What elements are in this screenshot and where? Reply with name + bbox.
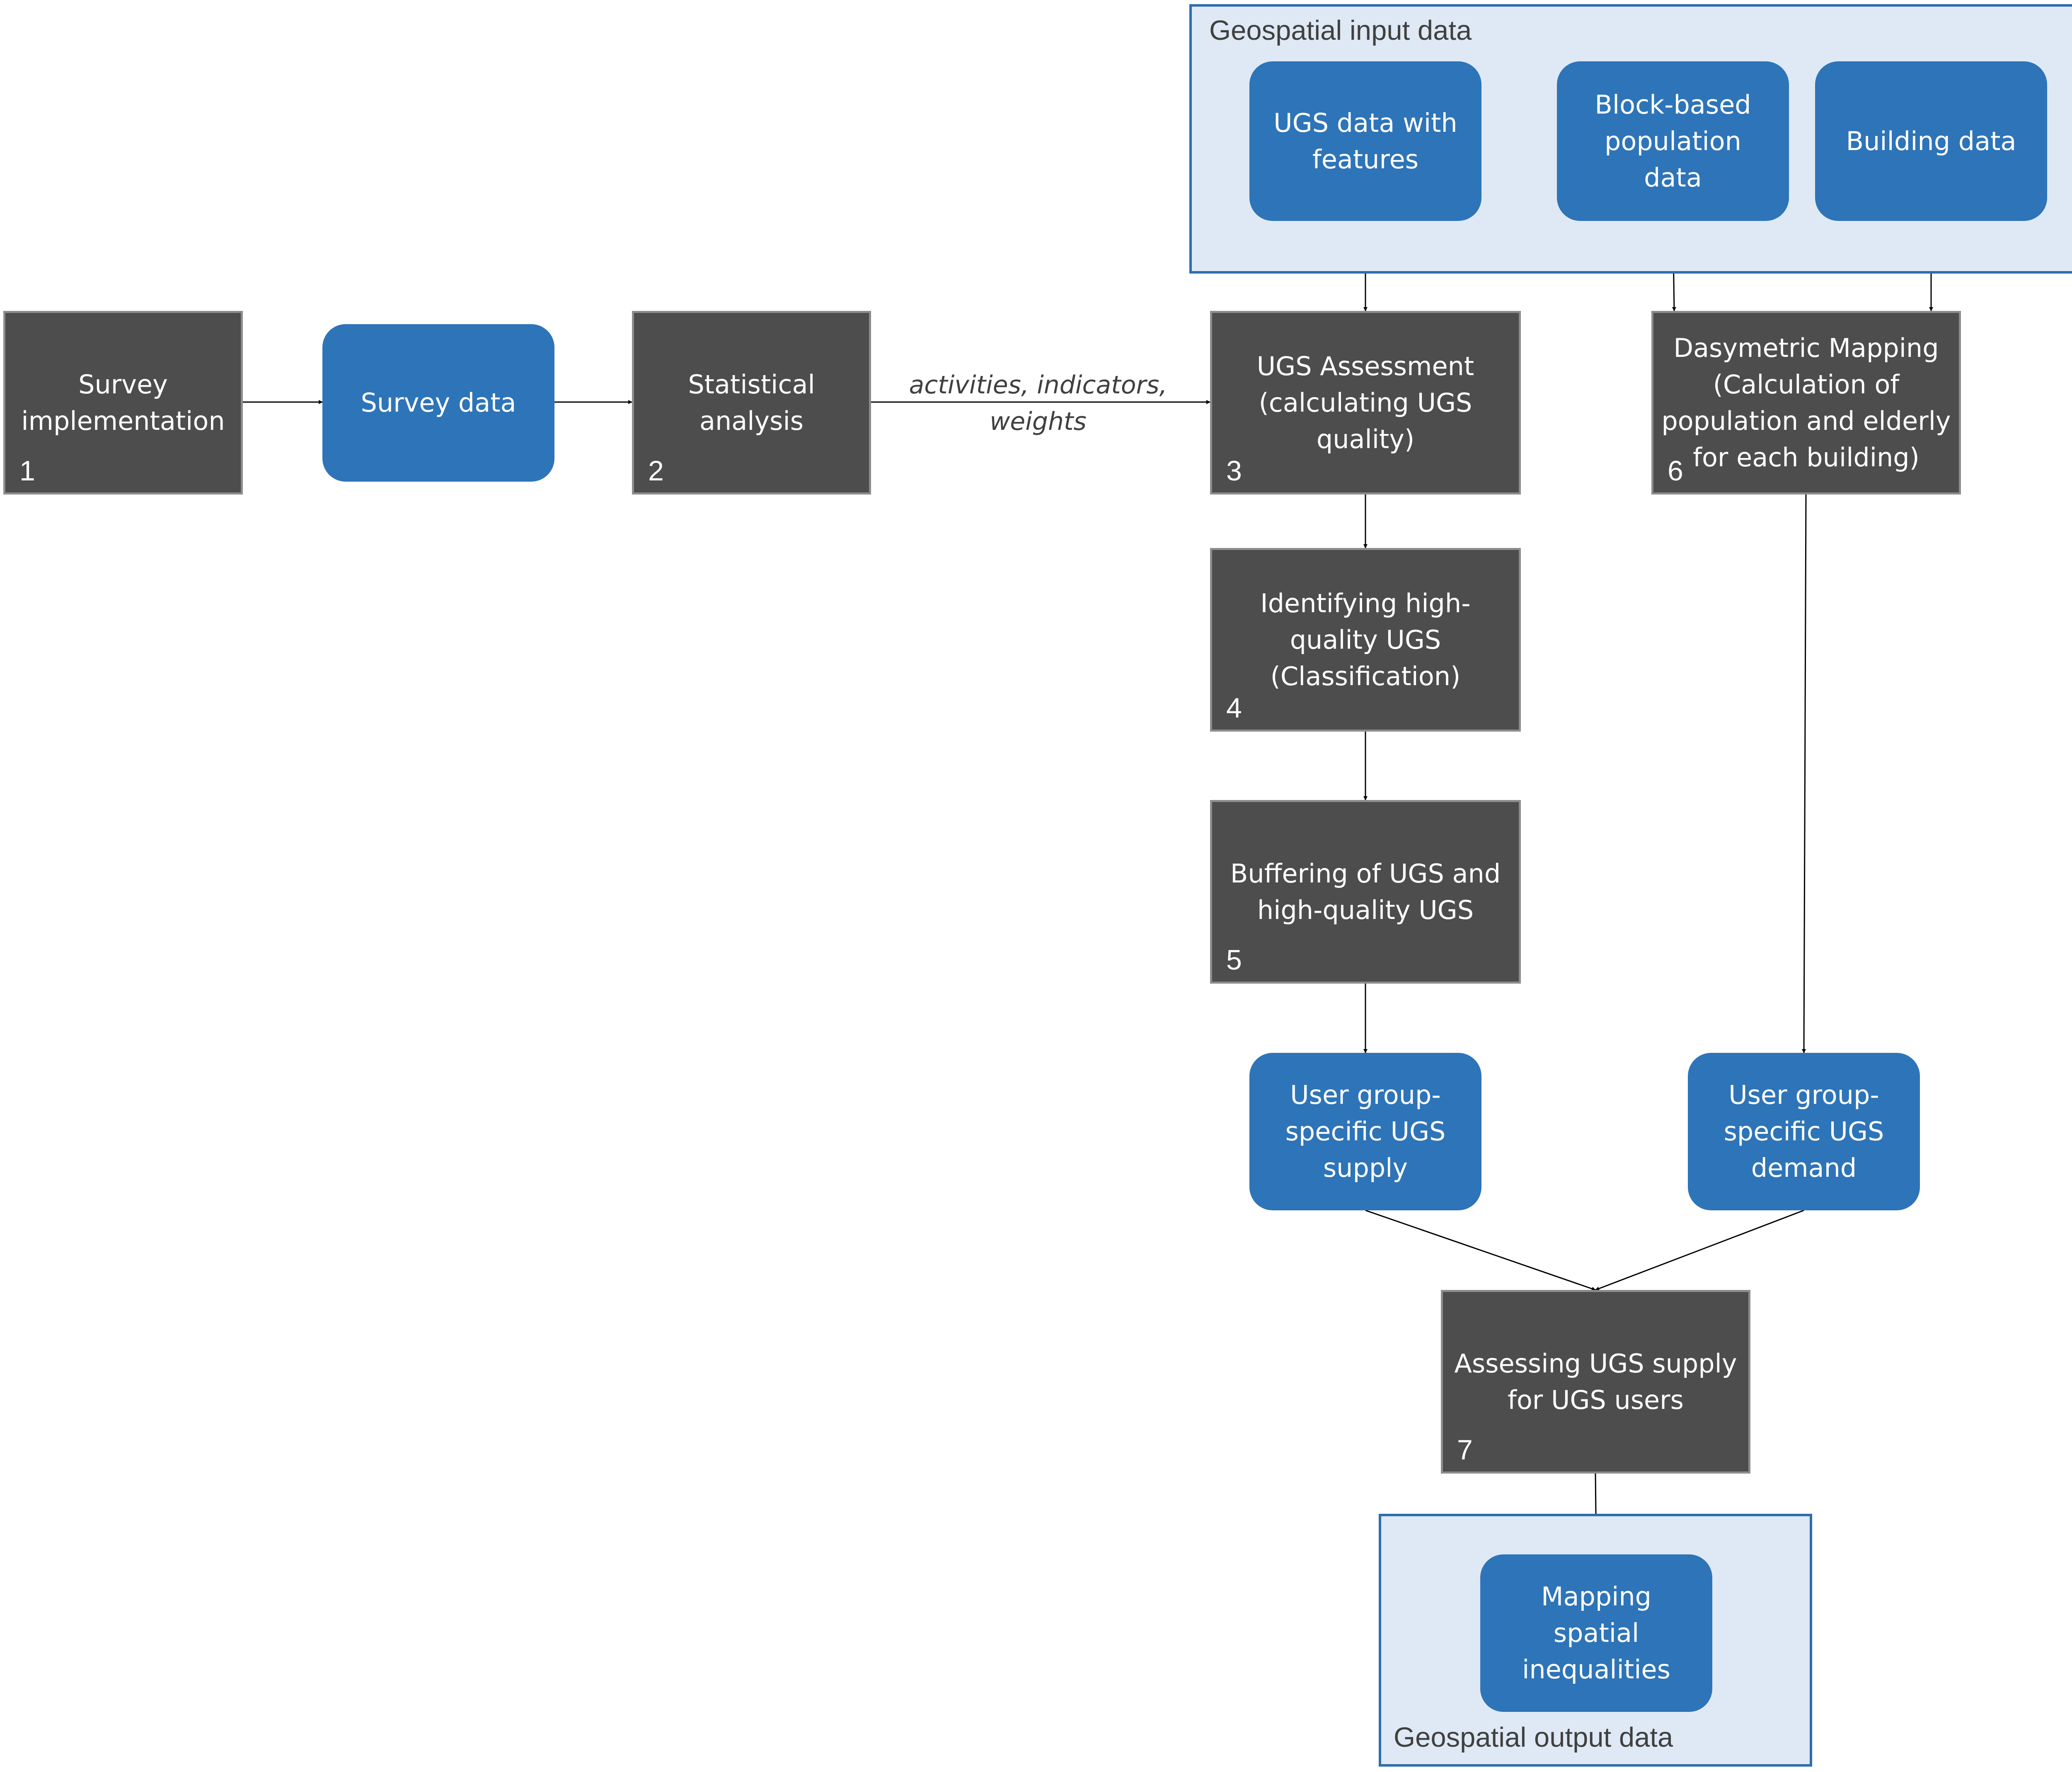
data-survey-label: Survey data (361, 388, 516, 418)
step-statistical-analysis-label: Statistical analysis (688, 369, 815, 436)
step-assessing-ugs-supply-label: Assessing UGS supply for UGS users (1454, 1348, 1737, 1415)
arrow-demand-to-assessing (1595, 1210, 1804, 1291)
step-number: 3 (1226, 455, 1242, 487)
geospatial-input-title: Geospatial input data (1209, 15, 1472, 46)
data-mapping-inequalities: Mapping spatial inequalities (1480, 1554, 1712, 1712)
data-building: Building data (1815, 61, 2047, 221)
step-survey-implementation: Survey implementation 1 (3, 311, 243, 495)
arrow-supply-to-assessing (1365, 1210, 1596, 1291)
data-block-population: Block-based population data (1557, 61, 1789, 221)
step-identifying-high-quality-ugs-label: Identifying high- quality UGS (Classific… (1260, 588, 1471, 691)
step-number: 4 (1226, 692, 1242, 724)
data-ugs-with-features-label: UGS data with features (1273, 107, 1457, 175)
step-number: 1 (19, 455, 35, 487)
step-dasymetric-mapping-label: Dasymetric Mapping (Calculation of popul… (1661, 332, 1951, 473)
data-survey: Survey data (322, 324, 554, 482)
edge-label-statistical-to-assessment: activities, indicators, weights (909, 371, 1167, 436)
geospatial-output-title: Geospatial output data (1394, 1722, 1673, 1753)
data-mapping-inequalities-label: Mapping spatial inequalities (1522, 1581, 1670, 1685)
data-block-population-label: Block-based population data (1595, 89, 1751, 193)
step-dasymetric-mapping: Dasymetric Mapping (Calculation of popul… (1651, 311, 1961, 495)
data-user-group-demand: User group- specific UGS demand (1688, 1053, 1920, 1210)
data-building-label: Building data (1846, 126, 2016, 156)
step-identifying-high-quality-ugs: Identifying high- quality UGS (Classific… (1210, 548, 1521, 732)
data-user-group-demand-label: User group- specific UGS demand (1723, 1080, 1884, 1183)
step-buffering: Buffering of UGS and high-quality UGS 5 (1210, 800, 1521, 984)
step-number: 7 (1457, 1434, 1473, 1466)
step-number: 5 (1226, 944, 1242, 976)
step-number: 6 (1668, 455, 1683, 487)
step-ugs-assessment-label: UGS Assessment (calculating UGS quality) (1256, 351, 1474, 454)
data-user-group-supply: User group- specific UGS supply (1249, 1053, 1481, 1210)
data-user-group-supply-label: User group- specific UGS supply (1285, 1080, 1446, 1183)
data-ugs-with-features: UGS data with features (1249, 61, 1481, 221)
step-assessing-ugs-supply: Assessing UGS supply for UGS users 7 (1441, 1290, 1750, 1474)
step-survey-implementation-label: Survey implementation (21, 369, 225, 436)
step-buffering-label: Buffering of UGS and high-quality UGS (1230, 858, 1501, 925)
step-statistical-analysis: Statistical analysis 2 (632, 311, 871, 495)
step-number: 2 (648, 455, 664, 487)
step-ugs-assessment: UGS Assessment (calculating UGS quality)… (1210, 311, 1521, 495)
arrow-dasymetric-to-demand (1802, 494, 1807, 1053)
